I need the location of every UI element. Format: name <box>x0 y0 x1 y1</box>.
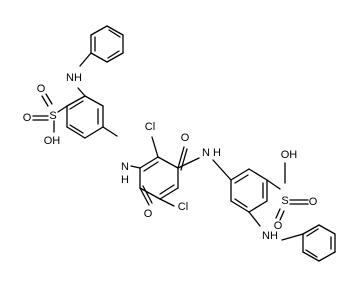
atom-label-o-upper: O <box>181 132 190 144</box>
atom-label-top-sulfo-oh: OH <box>44 135 61 147</box>
bond-quinone-right-nh <box>177 157 200 169</box>
atom-label-o-lower: O <box>144 208 153 220</box>
bottom-phenyl-ring <box>302 224 336 262</box>
atom-label-top-sulfo-o-lower: O <box>23 112 32 124</box>
atom-label-right-nh: N <box>202 147 210 159</box>
bond-left-nh-quinone <box>130 165 141 169</box>
bond-cl-lower <box>159 198 175 207</box>
atom-label-bottom-sulfo-o-right: O <box>309 196 318 208</box>
bond-o-lower <box>139 185 153 206</box>
atom-label-bottom-nh: NH <box>262 230 278 242</box>
quinone-ring <box>139 156 179 200</box>
atom-label-bottom-sulfo-s: S <box>281 195 288 207</box>
bottom-sulfonic-acid <box>266 162 309 221</box>
atom-label-right-nh-h: H <box>213 147 221 159</box>
atom-label-cl-upper: Cl <box>145 121 155 133</box>
atom-label-left-nh: N <box>121 161 129 173</box>
atom-label-left-nh-h: H <box>121 174 129 186</box>
upper-aryl-ring <box>66 95 104 139</box>
atom-label-top-sulfo-o-upper: O <box>37 83 46 95</box>
bond-aryl-left-nh <box>102 126 118 137</box>
bond-nh-aryl-top <box>77 87 86 97</box>
atom-label-bottom-sulfo-oh: OH <box>281 149 298 161</box>
atom-label-top-sulfo-s: S <box>49 110 56 122</box>
bond-right-nh-aryl <box>212 159 232 181</box>
top-phenyl-ring <box>90 25 124 63</box>
bond-bottom-nh-phenyl <box>281 233 304 241</box>
bond-cl-upper <box>151 136 159 158</box>
atom-label-cl-lower: Cl <box>178 201 188 213</box>
bond-aryl-bottom-nh <box>248 211 261 227</box>
top-sulfonic-acid <box>32 93 68 133</box>
atom-label-bottom-sulfo-o-lower: O <box>274 220 283 232</box>
lower-aryl-ring <box>230 168 268 213</box>
atom-label-top-nh: NH <box>66 72 82 84</box>
bond-phenyl-nh-top <box>79 52 92 67</box>
